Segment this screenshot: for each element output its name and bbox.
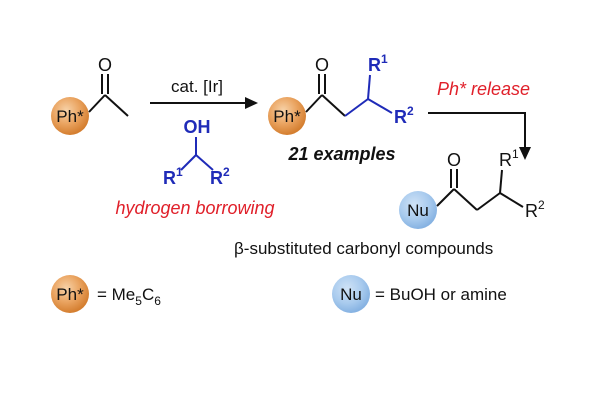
- hydroxyl-label: OH: [184, 117, 211, 137]
- secondary-alcohol: OH R1 R2: [163, 117, 230, 188]
- carbonyl-oxygen: O: [447, 150, 461, 170]
- final-r2: R2: [525, 198, 545, 221]
- release-arrow: [428, 112, 531, 160]
- ketone-oxygen: O: [98, 55, 112, 75]
- reaction-arrow-1: [150, 97, 258, 109]
- catalyst-label: cat. [Ir]: [171, 77, 223, 96]
- nu-label: Nu: [407, 201, 429, 220]
- legend-ph-star: Ph* = Me5C6: [51, 275, 161, 313]
- ph-star-circle: [268, 97, 306, 135]
- ketone-oxygen: O: [315, 55, 329, 75]
- ph-star-circle: [51, 275, 89, 313]
- alkylated-ketone: Ph* O R1 R2: [268, 52, 414, 135]
- alcohol-r2: R2: [210, 165, 230, 188]
- nu-label: Nu: [340, 285, 362, 304]
- product-class-label: β-substituted carbonyl compounds: [234, 239, 493, 258]
- product-r2: R2: [394, 104, 414, 127]
- nu-circle: [332, 275, 370, 313]
- nu-circle: [399, 191, 437, 229]
- examples-count: 21 examples: [287, 144, 395, 164]
- ph-release-label: Ph* release: [437, 79, 530, 99]
- ph-star-label: Ph*: [273, 107, 301, 126]
- legend-nu: Nu = BuOH or amine: [332, 275, 507, 313]
- ph-star-label: Ph*: [56, 285, 84, 304]
- final-carbonyl-compound: Nu O R1 R2: [399, 147, 545, 229]
- ph-star-circle: [51, 97, 89, 135]
- hydrogen-borrowing-label: hydrogen borrowing: [115, 198, 274, 218]
- ketone-bonds: [88, 74, 129, 117]
- alcohol-r1: R1: [163, 165, 183, 188]
- product-r1: R1: [368, 52, 388, 75]
- final-r1: R1: [499, 147, 519, 170]
- ph-star-label: Ph*: [56, 107, 84, 126]
- nu-definition: = BuOH or amine: [375, 285, 507, 304]
- ph-star-definition: = Me5C6: [97, 285, 161, 308]
- starting-ketone: Ph* O: [51, 55, 129, 135]
